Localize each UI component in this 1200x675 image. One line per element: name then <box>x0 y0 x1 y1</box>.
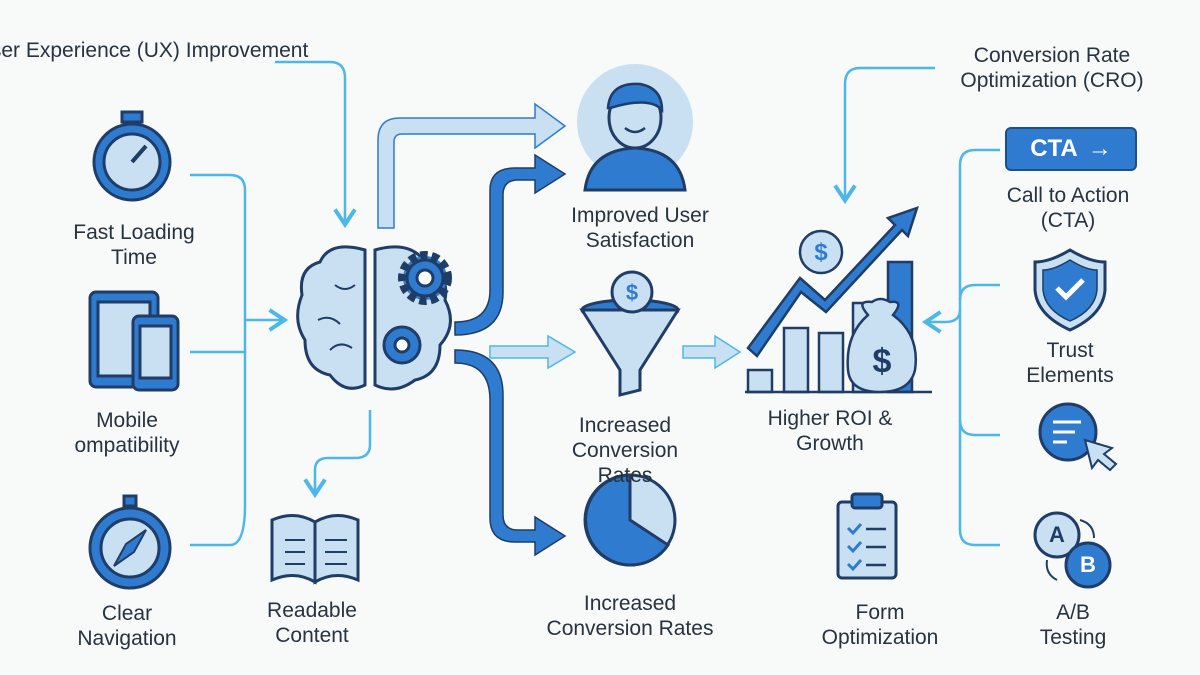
arrow-right-icon: → <box>1087 135 1112 162</box>
readable-content-label: Readable Content <box>267 599 357 647</box>
user-avatar-icon <box>577 64 693 192</box>
arrow-to-satisfaction-dark <box>454 153 567 336</box>
arrow-to-satisfaction-light <box>377 102 567 229</box>
arrow-to-pie-dark <box>454 349 567 557</box>
coin-dollar: $ <box>814 239 828 266</box>
stopwatch-icon <box>92 110 172 202</box>
clear-navigation-label: Clear Navigation <box>77 602 177 650</box>
growth-chart-icon <box>745 206 932 394</box>
funnel-coin-dollar: $ <box>625 280 639 305</box>
variant-b: B <box>1080 552 1096 577</box>
ux-title: User Experience (UX) Improvement <box>0 39 309 62</box>
cta-button[interactable]: CTA → <box>1005 127 1137 171</box>
click-cursor-icon <box>1038 402 1118 472</box>
left-connectors <box>190 60 1000 547</box>
flow-arrows <box>377 102 742 557</box>
variant-a: A <box>1049 522 1065 547</box>
cro-title: Conversion Rate Optimization (CRO) <box>960 44 1144 92</box>
satisfaction-label: Improved User Satisfaction <box>571 204 709 252</box>
clipboard-checklist-icon <box>836 492 898 580</box>
funnel-icon <box>579 270 681 397</box>
pie-conversion-label: Increased Conversion Rates <box>546 592 714 640</box>
form-optimization-label: Form Optimization <box>821 601 939 649</box>
funnel-conversion-label: Increased Conversion Rates <box>571 414 679 487</box>
ab-test-icon <box>1033 511 1112 589</box>
cta-label: Call to Action (CTA) <box>1006 184 1130 232</box>
pie-chart-icon <box>583 473 677 567</box>
roi-growth-label: Higher ROI & Growth <box>767 407 893 455</box>
mobile-devices-icon <box>88 290 180 392</box>
cta-button-label: CTA <box>1030 135 1078 162</box>
fast-loading-label: Fast Loading Time <box>73 221 195 269</box>
compass-icon <box>88 494 172 590</box>
mobile-compatibility-label: Mobile ompatibility <box>74 409 180 457</box>
open-book-icon <box>270 514 360 585</box>
brain-gears-icon <box>296 245 452 391</box>
arrow-to-growth <box>682 334 742 370</box>
money-bag-dollar: $ <box>872 342 892 381</box>
ab-testing-label: A/B Testing <box>1039 601 1107 649</box>
trust-elements-label: Trust Elements <box>1026 339 1114 387</box>
arrow-to-funnel <box>489 334 577 370</box>
shield-icon <box>1033 248 1107 332</box>
